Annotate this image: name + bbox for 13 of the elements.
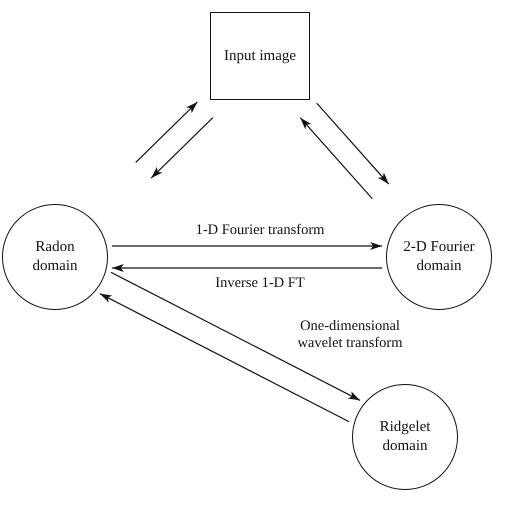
arrow — [150, 117, 214, 179]
arrow — [112, 242, 382, 250]
input-box — [210, 12, 310, 100]
node-label: Input image — [224, 46, 296, 66]
arrow — [300, 117, 373, 200]
arrow — [316, 102, 390, 184]
arrow — [100, 293, 350, 422]
node-label: Radon domain — [32, 238, 78, 276]
arrow — [110, 272, 360, 401]
arrow — [112, 264, 382, 272]
node-label: 2-D Fourier domain — [402, 238, 476, 276]
arrow — [135, 102, 198, 163]
node-label: Ridgelet domain — [378, 418, 432, 456]
